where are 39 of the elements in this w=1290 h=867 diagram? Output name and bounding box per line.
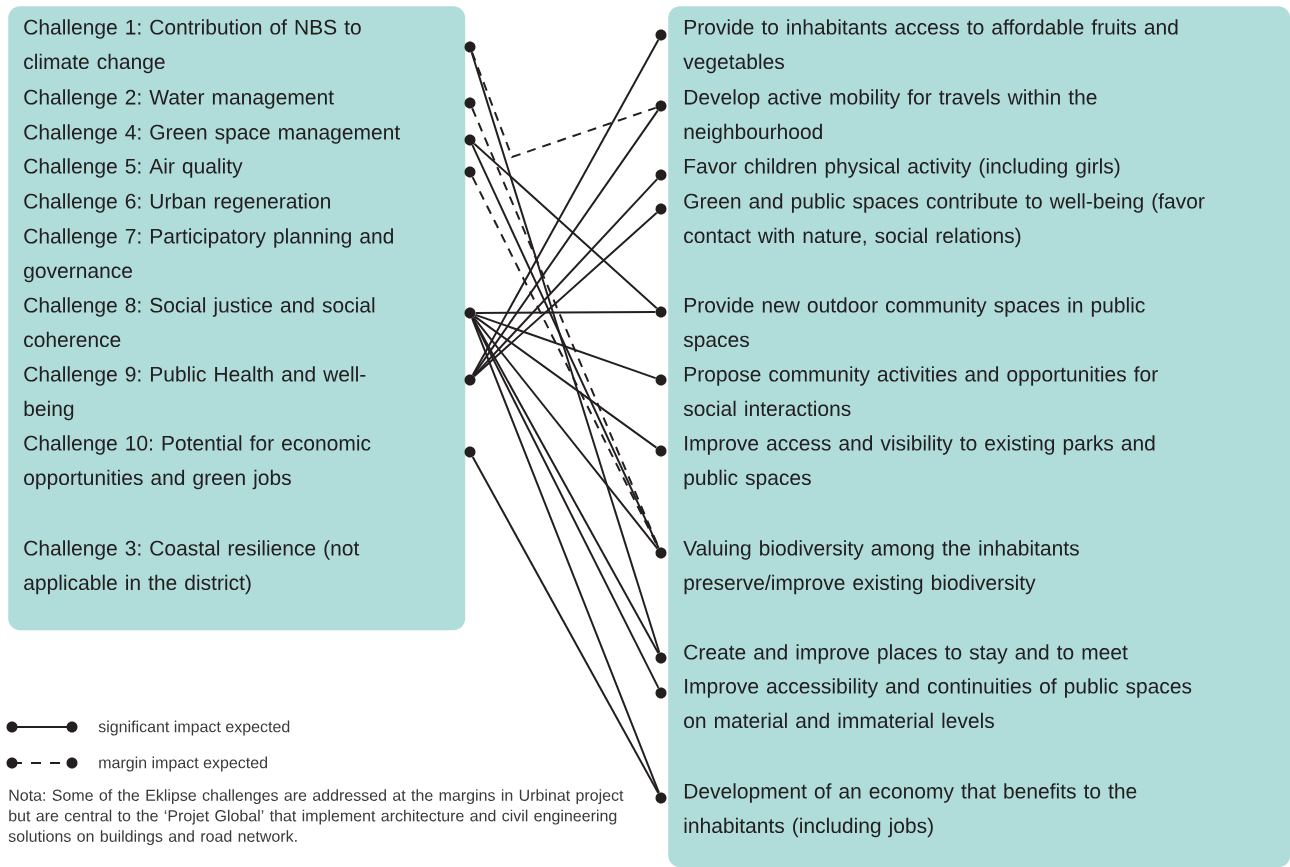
connector-line xyxy=(470,51,661,654)
goal-text: Provide to inhabitants access to affordable fruits and vegetables xyxy=(683,19,1178,74)
challenge-text: Challenge 4: Green space management xyxy=(24,124,401,144)
connector-line xyxy=(474,313,657,380)
challenge-text: Challenge 10: Potential for economic opportunities and green jobs xyxy=(24,435,371,490)
goal-text: Improve access and visibility to existing parks and public spaces xyxy=(684,435,1155,490)
connector-line xyxy=(473,142,658,310)
challenge-text: Challenge 7: Participatory planning and governance xyxy=(24,228,393,283)
goal-text: Provide new outdoor community spaces in public spaces xyxy=(683,297,1145,352)
challenge-text: Challenge 3: Coastal resilience (not applicable in the district) xyxy=(24,540,360,595)
connector-line xyxy=(471,317,660,794)
connector-line xyxy=(472,178,659,377)
note-text: Nota: Some of the Eklipse challenges are addressed at the margins in Urbinat project but are central to the ‘Projet Global’ that implement architecture and civil engineering solutions on buildings and road network. xyxy=(8,789,624,846)
challenge-text: Challenge 5: Air quality xyxy=(24,158,243,178)
goal-text: Improve accessibility and continuities of public spaces on material and immaterial levels xyxy=(684,678,1192,729)
panel-background xyxy=(668,6,1290,867)
goal-text: Develop active mobility for travels within the neighbourhood xyxy=(684,89,1097,144)
goal-text: Create and improve places to stay and to meet xyxy=(684,644,1128,664)
legend-text: margin impact expected xyxy=(99,756,267,772)
connector-line xyxy=(471,39,660,376)
challenge-text: Challenge 2: Water management xyxy=(24,89,334,109)
challenge-text: Challenge 1: Contribution of NBS to climate change xyxy=(24,19,361,74)
goal-text: Green and public spaces contribute to well-being (favor contact with nature, social relations) xyxy=(684,193,1205,248)
goal-text: Development of an economy that benefits to the inhabitants (including jobs) xyxy=(684,783,1137,838)
connector-line xyxy=(471,51,657,159)
connector-line xyxy=(474,311,657,314)
panel-background xyxy=(8,6,466,631)
goal-text: Favor children physical activity (including girls) xyxy=(684,158,1120,178)
challenge-text: Challenge 6: Urban regeneration xyxy=(24,193,330,213)
challenge-text: Challenge 9: Public Health and well-being xyxy=(24,366,366,421)
connector-line xyxy=(472,109,659,377)
legend-text: significant impact expected xyxy=(98,720,290,736)
challenge-text: Challenge 8: Social justice and social coherence xyxy=(24,297,375,348)
connector-line xyxy=(472,316,659,550)
connector-line xyxy=(471,456,660,794)
connector-line xyxy=(473,211,658,378)
goal-text: Valuing biodiversity among the inhabitants preserve/improve existing biodiversity xyxy=(683,540,1079,595)
goal-text: Propose community activities and opportunities for social interactions xyxy=(683,366,1158,417)
connector-line xyxy=(473,315,658,449)
